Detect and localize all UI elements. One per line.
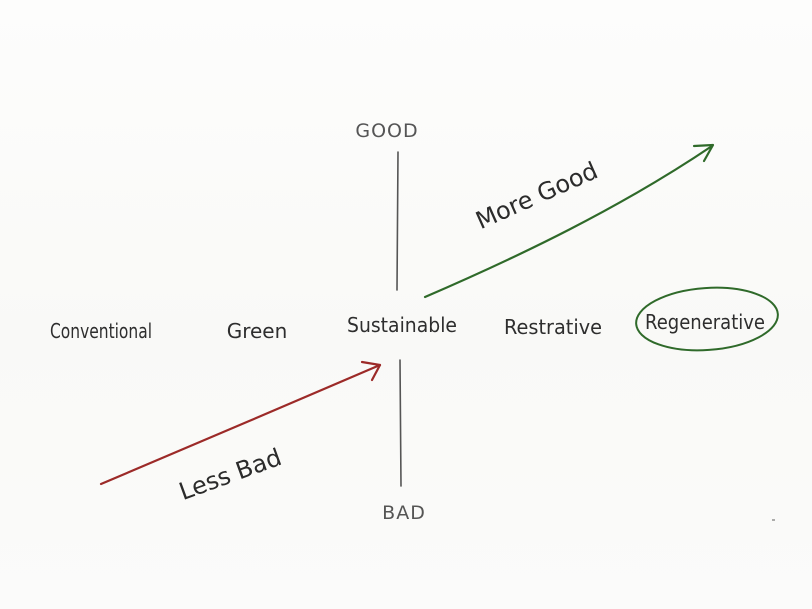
axis-label-bad: BAD — [382, 502, 426, 524]
more-good-arrowhead — [692, 143, 715, 163]
less-bad-label: Less Bad — [175, 443, 285, 506]
vertical-axis-upper — [396, 151, 399, 291]
stage-conventional: Conventional — [50, 319, 152, 343]
axis-label-good: GOOD — [355, 120, 418, 142]
regenerative-highlight-circle — [635, 286, 779, 352]
less-bad-arrowhead — [360, 360, 382, 382]
vertical-axis-lower — [399, 359, 402, 487]
stage-sustainable: Sustainable — [347, 313, 457, 337]
stage-green: Green — [227, 319, 288, 343]
less-bad-arrow-line — [99, 363, 382, 486]
more-good-arrow-line — [423, 144, 714, 299]
stage-restrative: Restrative — [504, 315, 602, 339]
stage-regenerative: Regenerative — [645, 310, 765, 334]
